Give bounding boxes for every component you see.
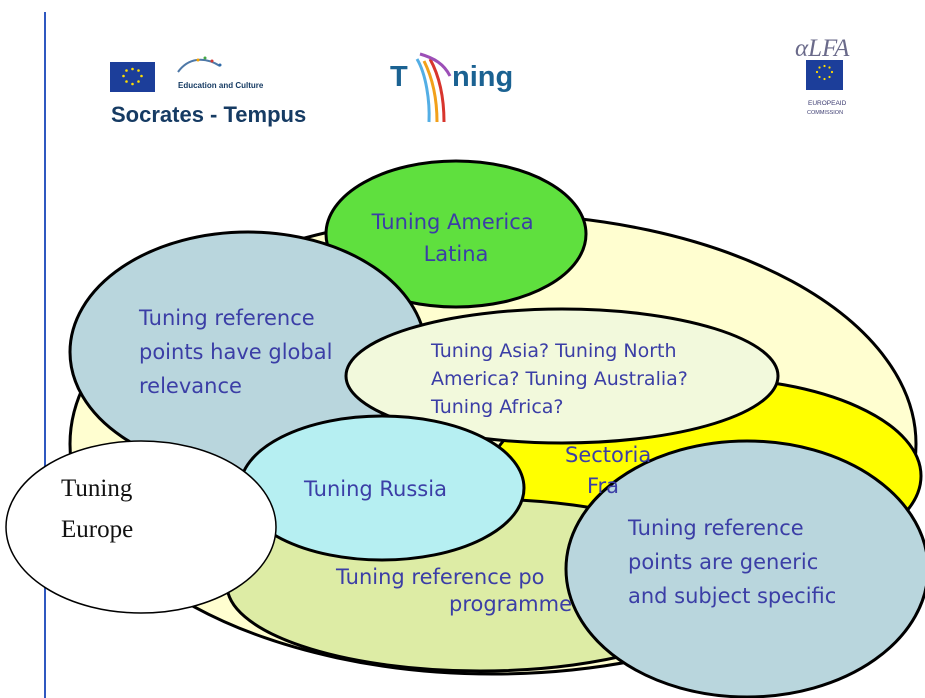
- tuning-logo-suffix: ning: [452, 61, 513, 93]
- generic-specific-line-2: points are generic: [628, 550, 818, 574]
- europe-ellipse: [5, 440, 277, 614]
- generic-specific-ellipse: [564, 439, 925, 698]
- america-latina-ellipse: [324, 159, 588, 309]
- sectoral-line-1: Sectoria: [565, 443, 651, 467]
- global-relevance-line-2: points have global: [139, 340, 332, 364]
- tuning-swoosh-blue: [415, 58, 431, 123]
- tuning-swoosh-orange: [422, 60, 439, 123]
- europe-line-2: Europe: [61, 516, 133, 543]
- programme-line-2: programme: [449, 592, 572, 616]
- global-relevance-line-3: relevance: [139, 374, 242, 398]
- generic-specific-line-3: and subject specific: [628, 584, 836, 608]
- russia-label: Tuning Russia: [303, 477, 447, 501]
- programme-label: Tuning reference po programme: [335, 565, 572, 616]
- other-regions-line-2: America? Tuning Australia?: [431, 368, 688, 390]
- america-latina-line-1: Tuning America: [371, 210, 534, 234]
- europe-label: Tuning Europe: [61, 475, 139, 543]
- other-regions-label: Tuning Asia? Tuning North America? Tunin…: [430, 340, 694, 418]
- eu-flag-icon: [110, 62, 155, 92]
- sectoral-line-2: Fra: [587, 474, 619, 498]
- generic-specific-label: Tuning reference points are generic and …: [627, 516, 836, 608]
- other-regions-ellipse: [344, 307, 780, 445]
- tuning-logo: T ning: [390, 52, 513, 123]
- tuning-logo-prefix: T: [390, 61, 408, 93]
- tuning-swoosh-purple: [419, 52, 452, 77]
- commission-text: COMMISSION: [807, 110, 843, 116]
- europe-line-1: Tuning: [61, 475, 133, 502]
- education-culture-text: Education and Culture: [178, 81, 264, 90]
- generic-specific-line-1: Tuning reference: [627, 516, 804, 540]
- education-culture-arc: [177, 58, 221, 73]
- programme-line-1: Tuning reference po: [335, 565, 545, 589]
- alfa-eu-flag-icon: [806, 60, 843, 90]
- alfa-europeaid-logo: αLFA EUROPEAID COMMISSION: [795, 35, 850, 116]
- other-regions-line-1: Tuning Asia? Tuning North: [430, 340, 677, 362]
- global-relevance-line-1: Tuning reference: [138, 306, 315, 330]
- america-latina-label: Tuning America Latina: [371, 210, 541, 266]
- alfa-flag-stars: [815, 64, 834, 81]
- eu-flag-stars: [122, 67, 143, 86]
- socrates-tempus-title: Socrates - Tempus: [111, 102, 306, 127]
- sectoral-label: Sectoria Fra: [565, 443, 658, 498]
- tuning-swoosh-red: [428, 58, 446, 123]
- other-regions-line-3: Tuning Africa?: [430, 396, 564, 418]
- socrates-tempus-logo: Education and Culture Socrates - Tempus: [110, 56, 306, 127]
- america-latina-line-2: Latina: [424, 242, 489, 266]
- alfa-logo-text: αLFA: [795, 35, 850, 62]
- europeaid-text: EUROPEAID: [808, 100, 847, 107]
- global-relevance-label: Tuning reference points have global rele…: [138, 306, 339, 398]
